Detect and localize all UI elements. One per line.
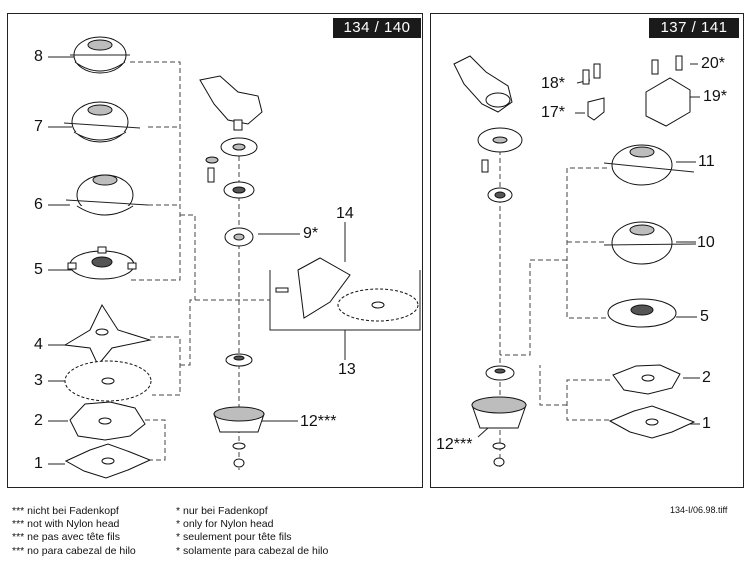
part-label-14: 14 [336, 205, 354, 222]
part-label-1: 1 [34, 455, 43, 472]
left-gearbox-drawing [199, 75, 265, 468]
trimmer-head-7-drawing [63, 101, 141, 143]
part-label-20: 20* [701, 55, 726, 72]
part-label-18: 18* [541, 75, 566, 92]
part-label-r2: 2 [702, 369, 711, 386]
part-label-13: 13 [338, 361, 356, 378]
blade-2-drawing [69, 401, 146, 441]
footnote-single-en: * only for Nylon head [176, 518, 274, 530]
footnote-single-es: * solamente para cabezal de hilo [176, 545, 329, 557]
part-label-r12: 12*** [436, 436, 473, 453]
part-label-19: 19* [703, 88, 728, 105]
blade-3-drawing [64, 360, 152, 402]
part-label-5: 5 [34, 261, 43, 278]
part-label-10: 10 [697, 234, 715, 251]
model-badge-left: 134 / 140 [333, 18, 421, 38]
file-name: 134-I/06.98.tiff [670, 505, 728, 515]
trimmer-head-6-drawing [65, 174, 149, 216]
footnote-triple-de: *** nicht bei Fadenkopf [12, 505, 119, 517]
footnote-triple-fr: *** ne pas avec tête fils [12, 531, 120, 543]
right-gearbox-drawing [453, 55, 691, 467]
footnote-triple-es: *** no para cabezal de hilo [12, 545, 136, 557]
trimmer-head-8-drawing [70, 36, 130, 74]
part-label-4: 4 [34, 336, 43, 353]
part-label-9: 9* [303, 225, 319, 242]
blade-1-drawing [64, 443, 152, 479]
part-label-7: 7 [34, 118, 43, 135]
right-heads-drawing [603, 144, 697, 439]
saw-assembly-14-drawing [275, 257, 419, 322]
model-badge-right: 137 / 141 [649, 18, 739, 38]
part-label-8: 8 [34, 48, 43, 65]
part-label-17: 17* [541, 104, 566, 121]
footnote-single-de: * nur bei Fadenkopf [176, 505, 268, 517]
part-label-12: 12*** [300, 413, 337, 430]
part-label-r1: 1 [702, 415, 711, 432]
trimmer-head-5-drawing [67, 246, 137, 280]
footnote-triple-en: *** not with Nylon head [12, 518, 120, 530]
part-label-r5: 5 [700, 308, 709, 325]
footnote-single-fr: * seulement pour tête fils [176, 531, 292, 543]
part-label-3: 3 [34, 372, 43, 389]
part-label-11: 11 [698, 153, 715, 170]
blade-4-drawing [63, 303, 152, 366]
part-label-2: 2 [34, 412, 43, 429]
part-label-6: 6 [34, 196, 43, 213]
